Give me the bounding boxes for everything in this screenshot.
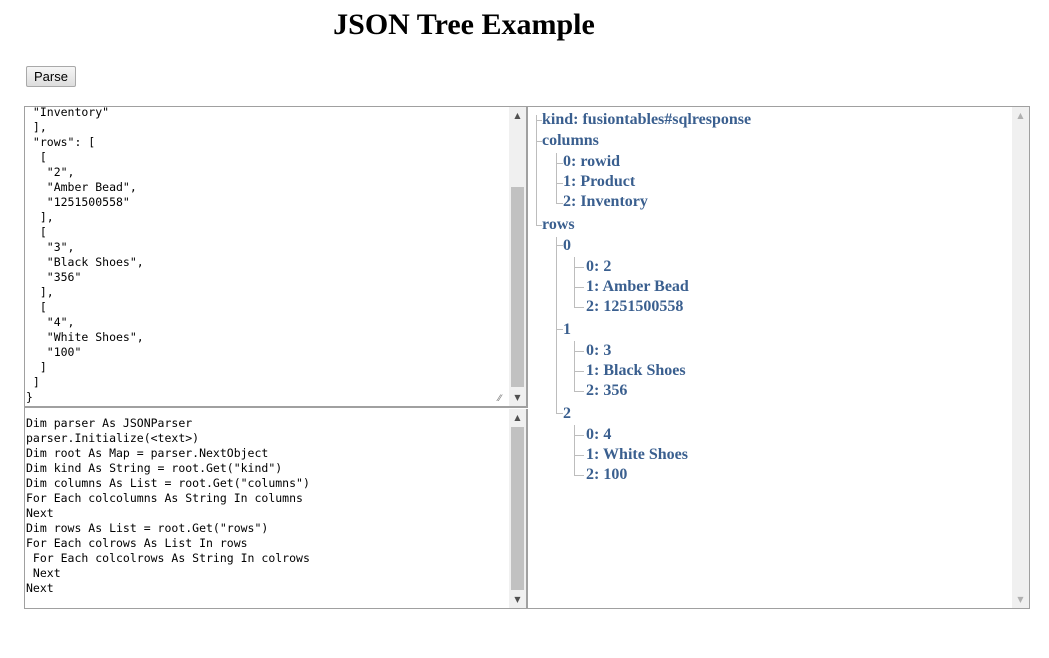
tree-node-columns[interactable]: columns [542,132,599,149]
scroll-down-arrow-icon[interactable]: ▼ [514,595,521,604]
tree-node-cell[interactable]: 0: 3 [586,342,612,359]
tree-node-column[interactable]: 2: Inventory [563,193,648,210]
tree-node-cell[interactable]: 2: 356 [586,382,628,399]
json-input-text: "Inventory" ], "rows": [ [ "2", "Amber B… [26,107,144,404]
tree-node-cell[interactable]: 1: White Shoes [586,446,688,463]
parse-button[interactable]: Parse [26,66,76,87]
tree-node-cell[interactable]: 0: 4 [586,426,612,443]
code-scrollbar[interactable]: ▲ ▼ [509,409,526,608]
resize-grip-icon[interactable]: ⁄⁄ [498,394,502,404]
tree-node-kind[interactable]: kind: fusiontables#sqlresponse [542,111,752,128]
json-input-textarea[interactable]: "Inventory" ], "rows": [ [ "2", "Amber B… [25,107,528,408]
tree-node-rows[interactable]: rows [542,216,575,233]
tree-node-column[interactable]: 0: rowid [563,153,621,170]
scroll-down-arrow-icon[interactable]: ▼ [514,393,521,402]
tree-scrollbar[interactable]: ▲ ▼ [1012,107,1029,608]
tree-node-row[interactable]: 2 [563,405,571,422]
tree-node-column[interactable]: 1: Product [563,173,636,190]
tree-node-cell[interactable]: 2: 1251500558 [586,298,684,315]
tree-node-cell[interactable]: 1: Black Shoes [586,362,686,379]
scroll-up-arrow-icon[interactable]: ▲ [514,413,521,422]
generated-code-text: Dim parser As JSONParser parser.Initiali… [26,416,310,595]
tree-node-cell[interactable]: 2: 100 [586,466,628,483]
page-title: JSON Tree Example [333,8,595,41]
tree-node-row[interactable]: 1 [563,321,571,338]
tree-node-row[interactable]: 0 [563,237,571,254]
json-tree-view: kind: fusiontables#sqlresponse columns 0… [528,107,1029,608]
editor-frame [24,106,1030,609]
generated-code-textarea[interactable]: Dim parser As JSONParser parser.Initiali… [25,409,528,608]
scroll-thumb[interactable] [511,427,524,590]
scroll-up-arrow-icon[interactable]: ▲ [514,111,521,120]
json-input-scrollbar[interactable]: ▲ ▼ [509,107,526,406]
scroll-thumb[interactable] [511,187,524,387]
scroll-up-arrow-icon[interactable]: ▲ [1017,111,1024,120]
tree-node-cell[interactable]: 0: 2 [586,258,612,275]
scroll-down-arrow-icon[interactable]: ▼ [1017,595,1024,604]
tree-node-cell[interactable]: 1: Amber Bead [586,278,689,295]
